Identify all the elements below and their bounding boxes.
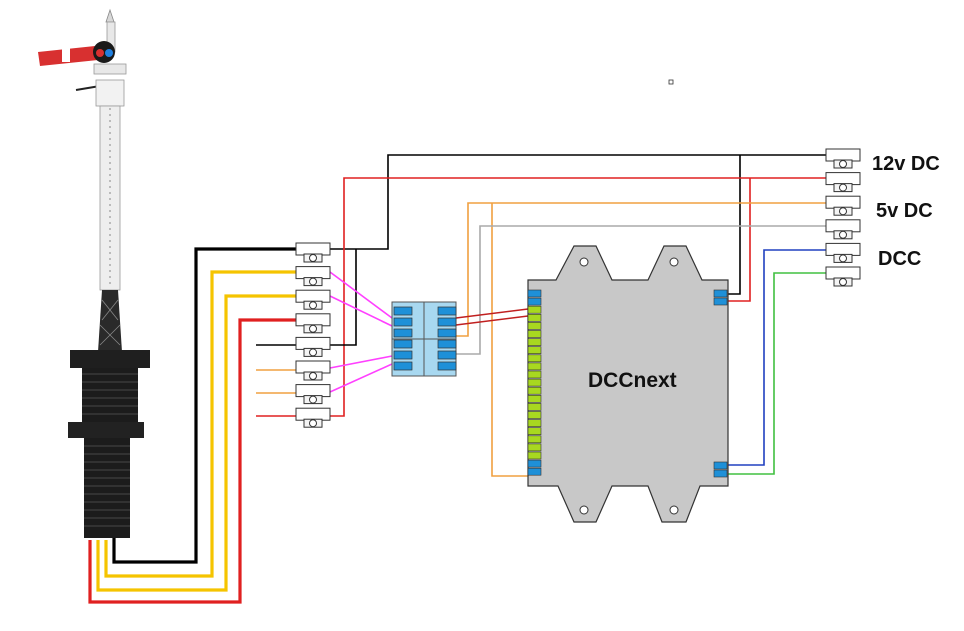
wire-conn-red-2 — [455, 315, 529, 326]
signal-terminal-slot — [295, 407, 331, 428]
wires — [256, 154, 826, 477]
board-pin — [527, 427, 542, 436]
wire-12v-red — [330, 177, 826, 417]
board-pin — [527, 305, 542, 314]
board-name-label: DCCnext — [588, 369, 677, 392]
wire-12v-black — [330, 154, 826, 250]
board-pin — [527, 313, 542, 322]
cable-yellow-1 — [104, 270, 298, 578]
board-pin — [527, 411, 542, 419]
signal-terminal-slot — [295, 313, 331, 334]
board-pin — [527, 443, 542, 452]
signal-terminal-slot — [295, 266, 331, 287]
wire-12v-black-board — [728, 155, 741, 295]
wire-black-mid — [330, 249, 357, 346]
board-pin — [527, 451, 542, 460]
artifact-square — [668, 79, 674, 85]
cable-yellow-2 — [96, 294, 298, 592]
wire-dcc-blue — [728, 249, 826, 466]
board-pin — [527, 394, 542, 403]
signal-terminal-slot — [295, 360, 331, 381]
wire-5v-orange-board — [491, 203, 528, 477]
board-pin — [713, 461, 728, 470]
cable-red — [88, 318, 298, 604]
connector-pin — [393, 328, 413, 338]
supply-dcc-label: DCC — [878, 248, 922, 270]
supply-12v-label: 12v DC — [872, 153, 940, 175]
power-terminal-slot — [825, 172, 861, 193]
supply-5v-label: 5v DC — [876, 200, 933, 222]
board-pin — [527, 322, 542, 330]
signal-terminal-slot — [295, 289, 331, 310]
connector-pin — [437, 328, 457, 338]
board-pin — [527, 346, 542, 355]
wire-magenta-2 — [329, 295, 393, 327]
connector-pin — [437, 339, 457, 349]
board-pin — [527, 289, 542, 298]
connector-pin — [437, 306, 457, 316]
board-pin — [527, 459, 542, 468]
wire-magenta-3 — [329, 355, 393, 369]
power-terminal-slot — [825, 195, 861, 216]
board-pin — [527, 386, 542, 395]
connector-pin — [393, 339, 413, 349]
board-pin — [527, 354, 542, 363]
dccnext-board-icon — [527, 245, 729, 523]
connector-pin — [393, 317, 413, 327]
signal-terminal-slot — [295, 384, 331, 405]
wire-5v-orange — [456, 202, 826, 337]
board-pin — [713, 289, 728, 298]
connector-pin — [393, 350, 413, 360]
board-pin — [713, 297, 728, 306]
power-terminal-block-icon — [825, 148, 861, 287]
wire-connector-icon — [391, 301, 457, 377]
wire-magenta-4 — [329, 363, 393, 393]
connector-pin — [437, 317, 457, 327]
board-pin — [527, 419, 542, 427]
board-pin — [527, 435, 542, 444]
board-pin — [527, 330, 542, 338]
signal-cables — [88, 247, 298, 604]
wire-12v-red-board — [728, 178, 751, 302]
board-pin — [527, 297, 542, 306]
semaphore-signal-icon — [38, 8, 150, 538]
power-terminal-slot — [825, 219, 861, 240]
connector-pin — [437, 361, 457, 371]
board-pin — [527, 467, 542, 476]
power-terminal-slot — [825, 266, 861, 287]
terminal-block-icon — [295, 242, 331, 428]
board-pin — [527, 338, 542, 346]
board-pin — [527, 370, 542, 379]
wire-dcc-green — [728, 272, 826, 475]
connector-pin — [437, 350, 457, 360]
power-terminal-slot — [825, 242, 861, 263]
wire-magenta-1 — [329, 271, 393, 319]
power-terminal-slot — [825, 148, 861, 169]
board-pin — [713, 469, 728, 478]
board-pin — [527, 362, 542, 371]
connector-pin — [393, 306, 413, 316]
connector-pin — [393, 361, 413, 371]
wire-conn-red-1 — [455, 308, 529, 319]
cable-black — [112, 247, 298, 564]
wire-grey — [456, 225, 826, 355]
signal-terminal-slot — [295, 336, 331, 357]
board-pin — [527, 403, 542, 411]
signal-terminal-slot — [295, 242, 331, 263]
board-pin — [527, 378, 542, 387]
